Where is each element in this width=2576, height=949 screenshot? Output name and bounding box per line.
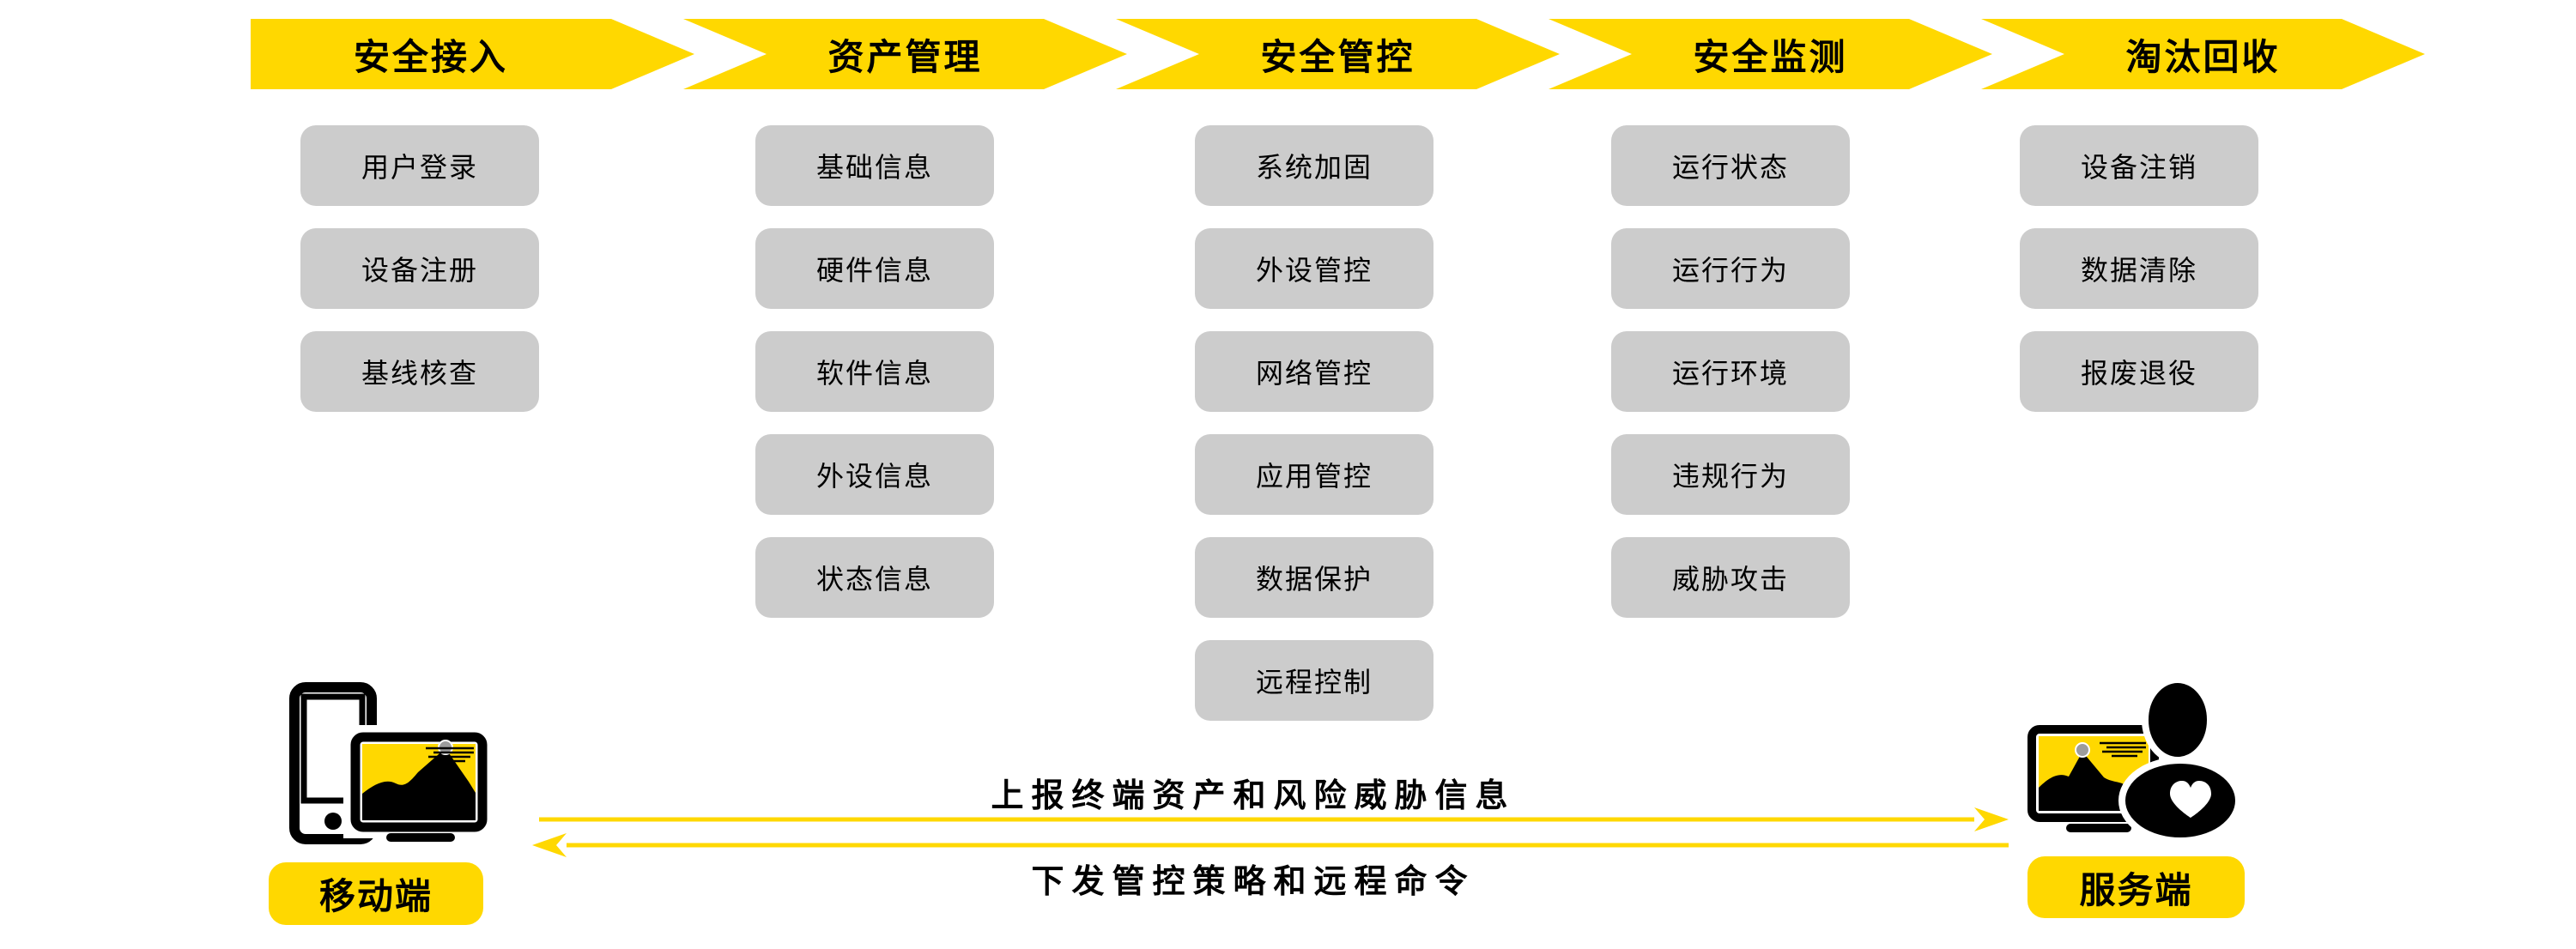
monitor-icon [343,725,494,842]
process-box: 网络管控 [1195,331,1433,412]
process-box: 用户登录 [300,125,539,206]
banner-label: 安全接入 [353,35,508,78]
banner-secure-access: 安全接入 [251,19,694,89]
process-box: 报废退役 [2020,331,2258,412]
process-box: 威胁攻击 [1611,537,1850,618]
speed-lines [2100,741,2146,758]
monitor-stand [2066,824,2131,832]
sun-icon [2075,742,2090,758]
column-secure-access: 用户登录 设备注册 基线核查 [300,125,539,412]
banner-label: 淘汰回收 [2125,35,2281,78]
process-box: 系统加固 [1195,125,1433,206]
monitor-and-operator-icon [2021,676,2242,844]
upstream-flow-label: 上报终端资产和风险威胁信息 [991,777,1516,814]
process-box: 运行环境 [1611,331,1850,412]
process-box: 设备注册 [300,228,539,309]
column-security-control: 系统加固 外设管控 网络管控 应用管控 数据保护 远程控制 [1195,125,1433,721]
mobile-and-monitor-icon [289,682,494,844]
banner-retire-recycle: 淘汰回收 [1981,19,2425,89]
server-endpoint-label: 服务端 [2027,856,2245,918]
column-asset-management: 基础信息 硬件信息 软件信息 外设信息 状态信息 [755,125,994,618]
speed-lines [426,747,474,763]
banner-security-monitoring: 安全监测 [1549,19,1992,89]
process-box: 基线核查 [300,331,539,412]
process-box: 外设管控 [1195,228,1433,309]
process-box: 状态信息 [755,537,994,618]
process-box: 数据保护 [1195,537,1433,618]
process-box: 运行状态 [1611,125,1850,206]
process-box: 外设信息 [755,434,994,515]
arrow-left-icon [532,833,2009,857]
arrow-right-icon [539,807,2009,831]
banner-label: 安全监测 [1693,35,1848,78]
flow-arrows [532,807,2009,857]
monitor-stand [386,833,455,842]
banner-security-control: 安全管控 [1116,19,1560,89]
mountain-picture [362,740,476,820]
process-box: 硬件信息 [755,228,994,309]
process-box: 远程控制 [1195,640,1433,721]
process-box: 设备注销 [2020,125,2258,206]
downstream-flow-label: 下发管控策略和远程命令 [1031,862,1476,900]
column-retire-recycle: 设备注销 数据清除 报废退役 [2020,125,2258,412]
process-box: 应用管控 [1195,434,1433,515]
client-endpoint-label: 移动端 [269,862,483,925]
process-box: 软件信息 [755,331,994,412]
process-box: 基础信息 [755,125,994,206]
process-box: 违规行为 [1611,434,1850,515]
person-icon [2118,676,2242,844]
process-box: 运行行为 [1611,228,1850,309]
column-security-monitoring: 运行状态 运行行为 运行环境 违规行为 威胁攻击 [1611,125,1850,618]
banner-label: 资产管理 [827,35,983,78]
heart-icon [2170,781,2211,818]
banner-asset-management: 资产管理 [683,19,1127,89]
process-box: 数据清除 [2020,228,2258,309]
banner-label: 安全管控 [1260,35,1415,78]
